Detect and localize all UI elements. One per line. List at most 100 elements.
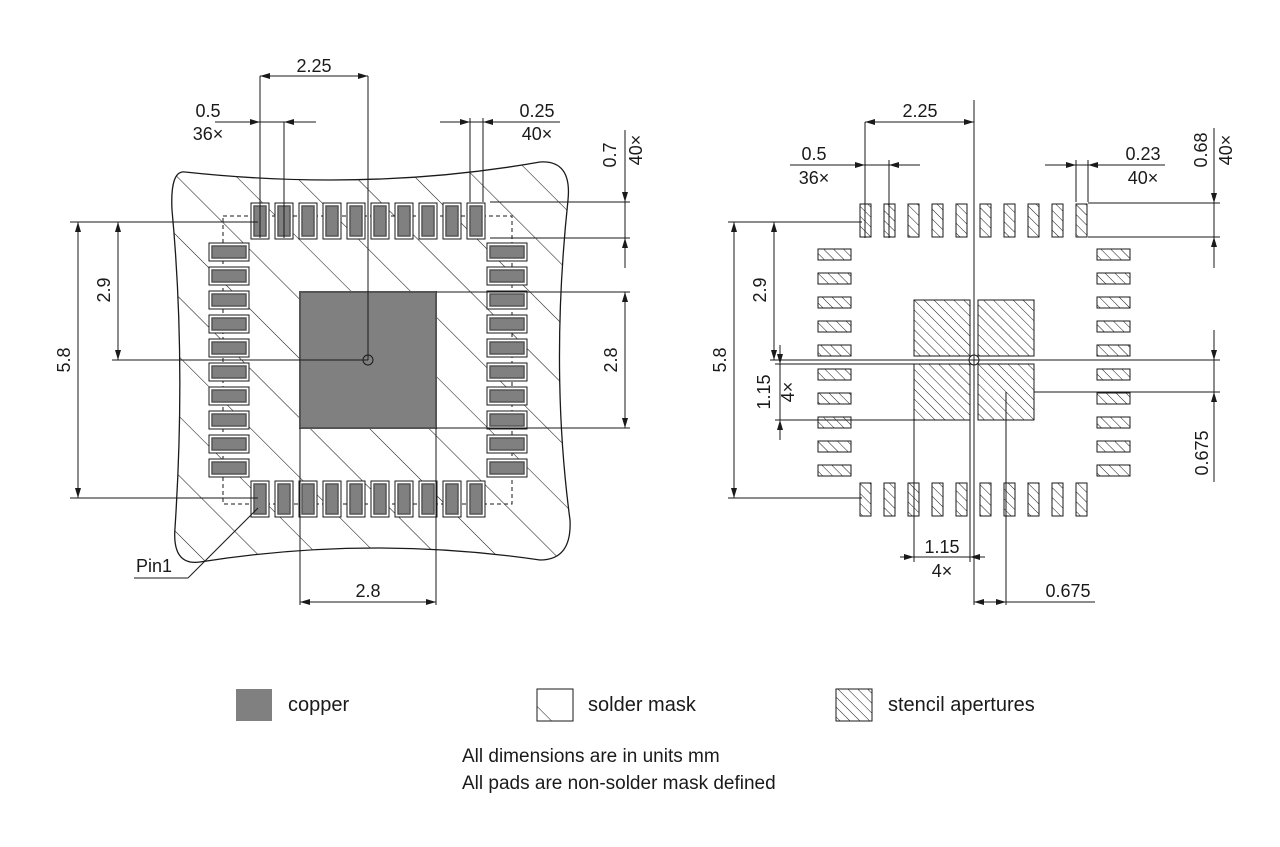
stencil-aperture bbox=[817, 392, 852, 405]
stencil-aperture bbox=[1096, 248, 1131, 261]
copper-pad bbox=[421, 205, 435, 237]
copper-pad bbox=[489, 389, 525, 403]
left-pitch-label: 0.5 bbox=[195, 101, 220, 121]
stencil-aperture bbox=[817, 416, 852, 429]
bottom-aperture-size-label: 1.15 bbox=[924, 537, 959, 557]
stencil-aperture bbox=[817, 368, 852, 381]
left-thermal-width-label: 2.8 bbox=[355, 581, 380, 601]
stencil-aperture bbox=[1096, 320, 1131, 333]
left-thermal-height-label: 2.8 bbox=[601, 347, 621, 372]
stencil-aperture bbox=[817, 464, 852, 477]
stencil-aperture bbox=[1075, 482, 1088, 517]
stencil-aperture bbox=[1096, 464, 1131, 477]
stencil-aperture bbox=[1096, 440, 1131, 453]
left-pitch-count: 36× bbox=[193, 124, 224, 144]
bottom-aperture-count: 4× bbox=[932, 561, 953, 581]
right-aperture-size-label: 1.15 bbox=[754, 374, 774, 409]
right-pad-column bbox=[486, 242, 528, 478]
copper-pad bbox=[301, 205, 315, 237]
stencil-aperture bbox=[955, 482, 968, 517]
stencil-right-column bbox=[1096, 248, 1131, 477]
copper-pad bbox=[373, 483, 387, 515]
right-pitch-label: 0.5 bbox=[801, 144, 826, 164]
copper-pad bbox=[211, 413, 247, 427]
copper-pad bbox=[489, 293, 525, 307]
copper-pad bbox=[489, 437, 525, 451]
copper-pad bbox=[325, 483, 339, 515]
stencil-aperture bbox=[817, 320, 852, 333]
copper-pad bbox=[325, 205, 339, 237]
bottom-pad-row bbox=[250, 480, 486, 518]
stencil-aperture bbox=[979, 482, 992, 517]
solder-mask-swatch bbox=[536, 688, 574, 722]
copper-pad bbox=[489, 317, 525, 331]
copper-pad bbox=[421, 483, 435, 515]
copper-pad bbox=[397, 483, 411, 515]
stencil-aperture bbox=[931, 203, 944, 238]
stencil-aperture bbox=[817, 248, 852, 261]
right-span-label: 5.8 bbox=[710, 347, 730, 372]
left-pad-width-count: 40× bbox=[522, 124, 553, 144]
copper-pad bbox=[211, 341, 247, 355]
stencil-aperture bbox=[883, 482, 896, 517]
copper-pad bbox=[211, 269, 247, 283]
stencil-aperture bbox=[1096, 368, 1131, 381]
copper-pad bbox=[349, 205, 363, 237]
copper-pad bbox=[211, 461, 247, 475]
stencil-view: 2.25 0.5 36× 0.23 40× 0.68 40× 5.8 2.9 1… bbox=[710, 100, 1236, 605]
right-half-span-label: 2.9 bbox=[750, 277, 770, 302]
bottom-aperture-offset-label: 0.675 bbox=[1045, 581, 1090, 601]
copper-pad bbox=[349, 483, 363, 515]
stencil-left-column bbox=[817, 248, 852, 477]
stencil-aperture bbox=[1096, 416, 1131, 429]
stencil-aperture bbox=[1051, 482, 1064, 517]
stencil-aperture bbox=[1051, 203, 1064, 238]
copper-pad bbox=[211, 365, 247, 379]
right-aperture-offset-label: 0.675 bbox=[1192, 430, 1212, 475]
copper-pad bbox=[277, 483, 291, 515]
stencil-aperture bbox=[1027, 203, 1040, 238]
left-pad-width-label: 0.25 bbox=[519, 101, 554, 121]
stencil-aperture bbox=[1096, 296, 1131, 309]
stencil-aperture bbox=[1096, 272, 1131, 285]
copper-pad bbox=[489, 365, 525, 379]
left-pad-length-count: 40× bbox=[626, 135, 646, 166]
left-pad-length-label: 0.7 bbox=[600, 142, 620, 167]
stencil-swatch bbox=[835, 688, 873, 722]
stencil-aperture bbox=[1003, 482, 1016, 517]
copper-pad bbox=[469, 483, 483, 515]
stencil-aperture bbox=[1096, 344, 1131, 357]
stencil-aperture bbox=[907, 203, 920, 238]
copper-pad bbox=[211, 293, 247, 307]
thermal-aperture bbox=[913, 299, 971, 357]
right-offset-label: 2.25 bbox=[902, 101, 937, 121]
left-pad-column bbox=[208, 242, 250, 478]
stencil-aperture bbox=[955, 203, 968, 238]
copper-pad bbox=[489, 245, 525, 259]
right-pad-length-label: 0.68 bbox=[1191, 132, 1211, 167]
copper-pad bbox=[211, 389, 247, 403]
note-pads: All pads are non-solder mask defined bbox=[462, 773, 776, 794]
stencil-aperture bbox=[859, 482, 872, 517]
copper-pad bbox=[489, 341, 525, 355]
copper-pad bbox=[397, 205, 411, 237]
copper-pad bbox=[211, 437, 247, 451]
stencil-aperture bbox=[817, 296, 852, 309]
stencil-aperture bbox=[1096, 392, 1131, 405]
copper-pad bbox=[253, 483, 267, 515]
copper-pad bbox=[489, 461, 525, 475]
stencil-aperture bbox=[817, 440, 852, 453]
copper-pad bbox=[445, 205, 459, 237]
copper-pad bbox=[469, 205, 483, 237]
thermal-aperture bbox=[913, 363, 971, 421]
copper-pad bbox=[301, 483, 315, 515]
right-pitch-count: 36× bbox=[799, 168, 830, 188]
dimension-arrows bbox=[75, 73, 628, 605]
copper-pad bbox=[373, 205, 387, 237]
copper-pad bbox=[211, 245, 247, 259]
left-offset-label: 2.25 bbox=[296, 56, 331, 76]
stencil-aperture bbox=[1075, 203, 1088, 238]
stencil-aperture bbox=[931, 482, 944, 517]
stencil-aperture bbox=[817, 344, 852, 357]
copper-swatch bbox=[236, 689, 272, 721]
